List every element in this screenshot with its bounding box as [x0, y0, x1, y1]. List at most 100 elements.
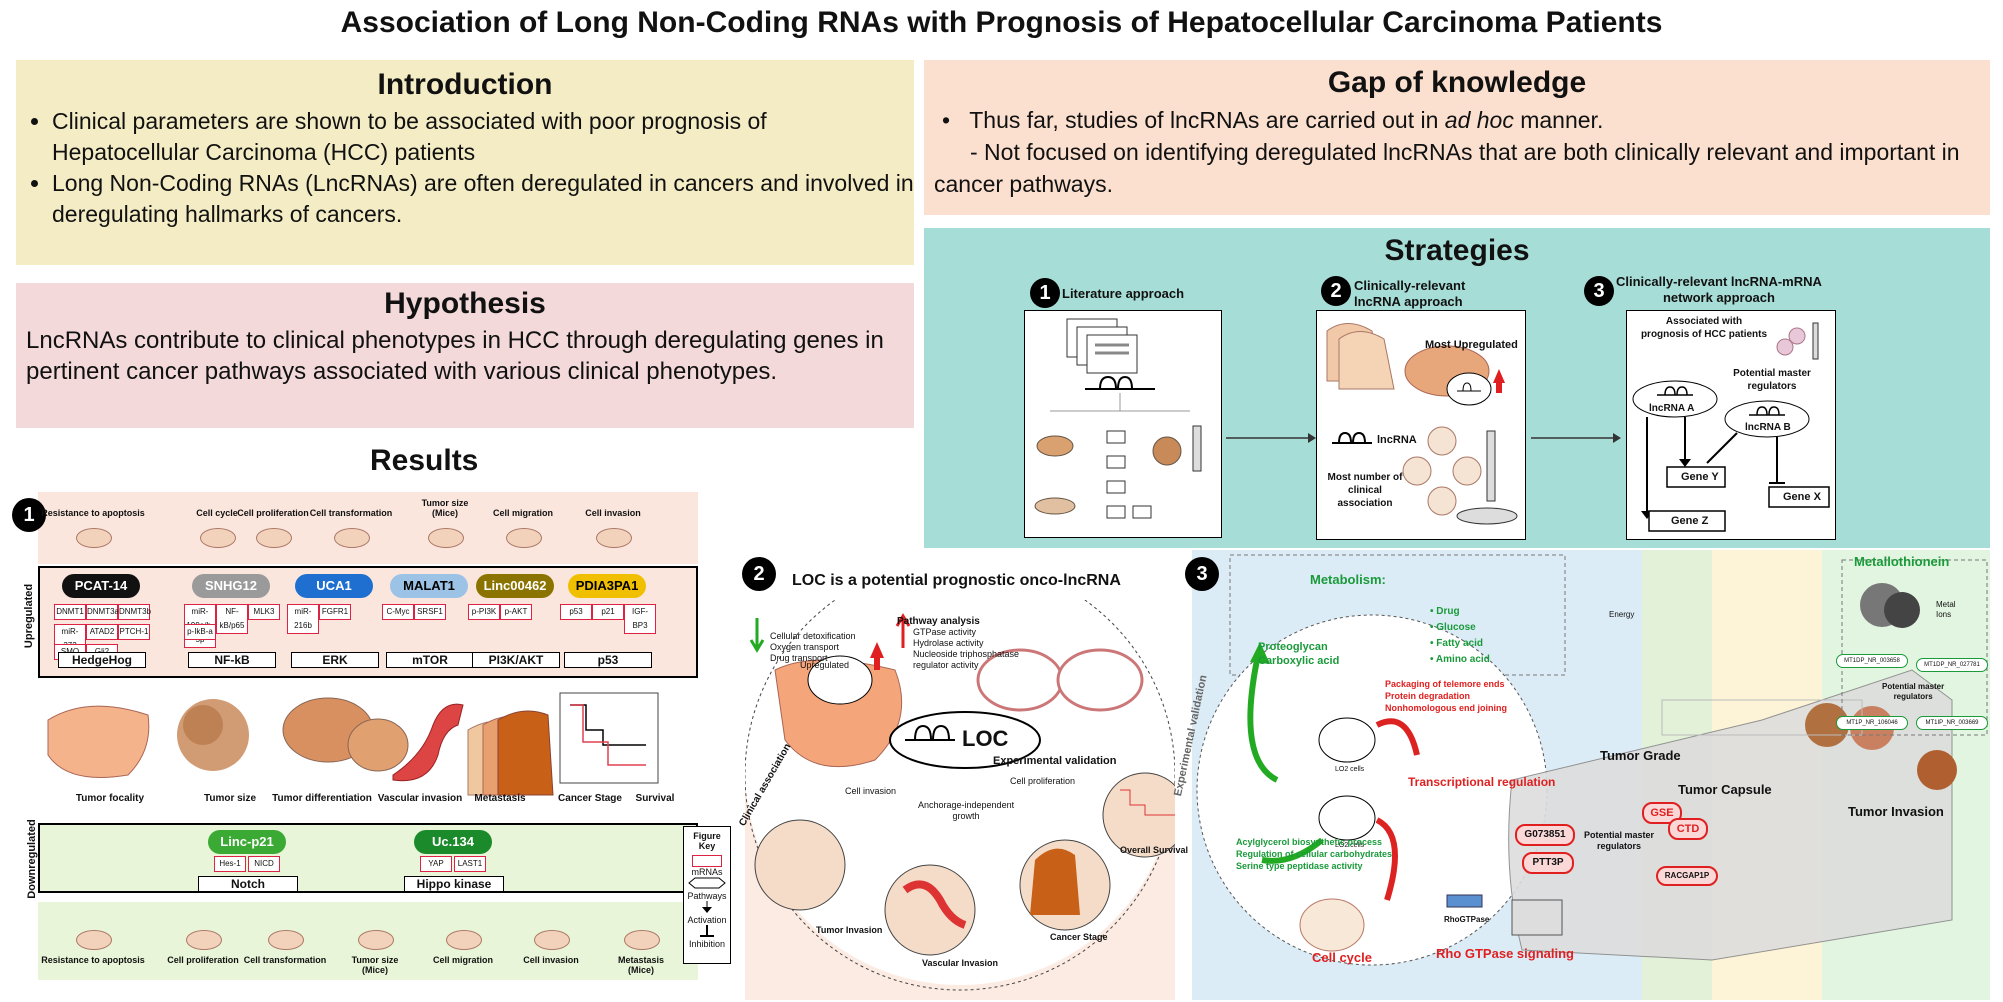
cell-phenotype-icon	[76, 528, 112, 548]
mt-master-regulators-label: Potential master regulators	[1882, 682, 1944, 702]
metab-glucose: Glucose	[1436, 622, 1476, 633]
literature-approach-illustration	[1034, 318, 1202, 519]
mrna-gene: NICD	[248, 856, 280, 872]
packaging-term: Protein degradation	[1385, 691, 1471, 701]
mt-master-line1: Potential master	[1882, 682, 1945, 691]
mrna-gene: DNMT1	[54, 604, 86, 620]
most-num-line2: clinical	[1348, 485, 1382, 496]
packaging-terms: Packaging of telemore ends Protein degra…	[1385, 678, 1507, 714]
racgap1p-node: RACGAP1P	[1656, 866, 1718, 886]
arrow-1-to-2	[1226, 433, 1316, 443]
top-phenotype-label: Cell cycle	[196, 508, 238, 518]
lncrna-b-label: lncRNA B	[1745, 422, 1791, 433]
pathway-analysis-label: Pathway analysis	[897, 616, 980, 627]
pathway-label: mTOR	[386, 652, 474, 668]
p1-top-band	[38, 492, 698, 564]
clinical-lncrna-illustration	[1326, 323, 1518, 525]
clinical-phenotype-label: Vascular invasion	[377, 793, 463, 804]
top-phenotype-label: Tumor size (Mice)	[421, 498, 469, 518]
mrna-gene: YAP	[420, 856, 452, 872]
gene-y-label: Gene Y	[1681, 471, 1719, 483]
gap-heading: Gap of knowledge	[1327, 66, 1587, 99]
top-phenotype-label: Cell transformation	[309, 508, 393, 518]
key-activation: Activation	[687, 915, 727, 925]
cell-phenotype-icon	[358, 930, 394, 950]
downregulated-label: Downregulated	[26, 819, 38, 899]
packaging-term: Nonhomologous end joining	[1385, 703, 1507, 713]
gap-text: • Thus far, studies of lncRNAs are carri…	[924, 104, 1990, 200]
pathway-label: NF-kB	[188, 652, 276, 668]
metallothionein-label: Metallothionein	[1854, 554, 1950, 569]
onco-lncrna-illustration	[745, 600, 1175, 1000]
metabolism-label: Metabolism:	[1310, 572, 1386, 587]
lncrna-pill: Linc-p21	[208, 830, 286, 854]
associated-prognosis-label: Associated with prognosis of HCC patient…	[1629, 315, 1779, 341]
metab-drug: Drug	[1436, 606, 1460, 617]
result-2-number: 2	[742, 557, 776, 591]
p2-title: LOC is a potential prognostic onco-lncRN…	[792, 572, 1121, 589]
up-term: GTPase activity	[913, 627, 977, 637]
down-term: Cellular detoxification	[770, 631, 856, 641]
hypothesis-panel: Hypothesis LncRNAs contribute to clinica…	[16, 283, 914, 428]
metab-amino-acid: Amino acid	[1435, 654, 1490, 665]
arrow-2-to-3	[1531, 433, 1621, 443]
mrna-gene: miR-216b	[287, 604, 319, 634]
clinical-phenotype-label: Tumor differentiation	[272, 793, 372, 804]
pathway-label: HedgeHog	[58, 652, 146, 668]
most-num-line1: Most number of	[1327, 472, 1403, 483]
bottom-phenotype-label: Metastasis (Mice)	[617, 955, 665, 975]
gap-line2: - Not focused on identifying deregulated…	[934, 139, 1960, 197]
lncrna-label: lncRNA	[1377, 434, 1417, 446]
tumor-grade-label: Tumor Grade	[1600, 748, 1681, 763]
cell-phenotype-icon	[186, 930, 222, 950]
clinical-phenotype-label: Cancer Stage	[558, 793, 622, 804]
metab-item: • Drug	[1430, 606, 1460, 617]
ptt3p-node: PTT3P	[1522, 852, 1574, 874]
metab-item: • Glucose	[1430, 622, 1476, 633]
p2-anchorage: Anchorage-independent growth	[918, 800, 1014, 822]
down-terms: Cellular detoxification Oxygen transport…	[770, 631, 856, 664]
strategy-1-number: 1	[1030, 278, 1060, 308]
lncrna-pill: MALAT1	[390, 574, 468, 598]
p3-master-line2: regulators	[1597, 841, 1642, 851]
mrna-gene: DNMT3a	[86, 604, 119, 620]
rhogtpase-label: RhoGTPase	[1444, 915, 1490, 924]
mrna-gene: p53	[560, 604, 592, 620]
lncrna-pill: PCAT-14	[62, 574, 140, 598]
mrna-gene: C-Myc	[382, 604, 414, 620]
top-phenotype-label: Cell migration	[492, 508, 553, 518]
transcriptional-regulation-label: Transcriptional regulation	[1408, 775, 1556, 789]
most-upregulated-label: Most Upregulated	[1425, 339, 1518, 351]
assoc-line1: Associated with	[1665, 316, 1743, 327]
p2-upregulated-label: Upregulated	[800, 660, 850, 670]
strategy-2-box: Most Upregulated lncRNA Most number of c…	[1316, 310, 1526, 540]
p3-master-regulators-label: Potential master regulators	[1584, 830, 1654, 852]
clinical-phenotype-label: Tumor focality	[75, 793, 145, 804]
key-inhibition: Inhibition	[688, 939, 726, 949]
mrna-gene: Hes-1	[214, 856, 246, 872]
cell-phenotype-icon	[256, 528, 292, 548]
result-3-number: 3	[1185, 557, 1219, 591]
mrna-gene: MLK3	[248, 604, 280, 620]
key-mrnas: mRNAs	[691, 867, 723, 877]
mt-gene-node: MT1DP_NR_027781	[1916, 658, 1988, 672]
mrna-gene: FGFR1	[319, 604, 351, 620]
mt-gene-node: MT1P_NR_106046	[1836, 716, 1908, 730]
p2-cell-invasion: Cell invasion	[845, 786, 897, 796]
gse-node: GSE	[1642, 802, 1682, 824]
bottom-phenotype-label: Cell proliferation	[167, 955, 239, 965]
lncrna-pill: Uc.134	[414, 830, 492, 854]
network-approach-illustration	[1632, 322, 1830, 532]
clinical-phenotype-illustration	[47, 692, 659, 796]
p2-overall-survival: Overall Survival	[1120, 845, 1189, 855]
mrna-gene: p-AKT	[500, 604, 532, 620]
bottom-phenotype-label: Tumor size (Mice)	[351, 955, 399, 975]
strategy-2-label: Clinically-relevant lncRNA approach	[1354, 278, 1465, 310]
p2-vascular-invasion: Vascular Invasion	[922, 958, 999, 968]
metal-line2: Ions	[1936, 610, 1952, 619]
strategy-1-label: Literature approach	[1062, 286, 1185, 301]
key-pathways: Pathways	[687, 891, 727, 901]
mrna-gene: p21	[592, 604, 624, 620]
mrna-gene: LAST1	[454, 856, 486, 872]
gene-z-label: Gene Z	[1671, 515, 1709, 527]
